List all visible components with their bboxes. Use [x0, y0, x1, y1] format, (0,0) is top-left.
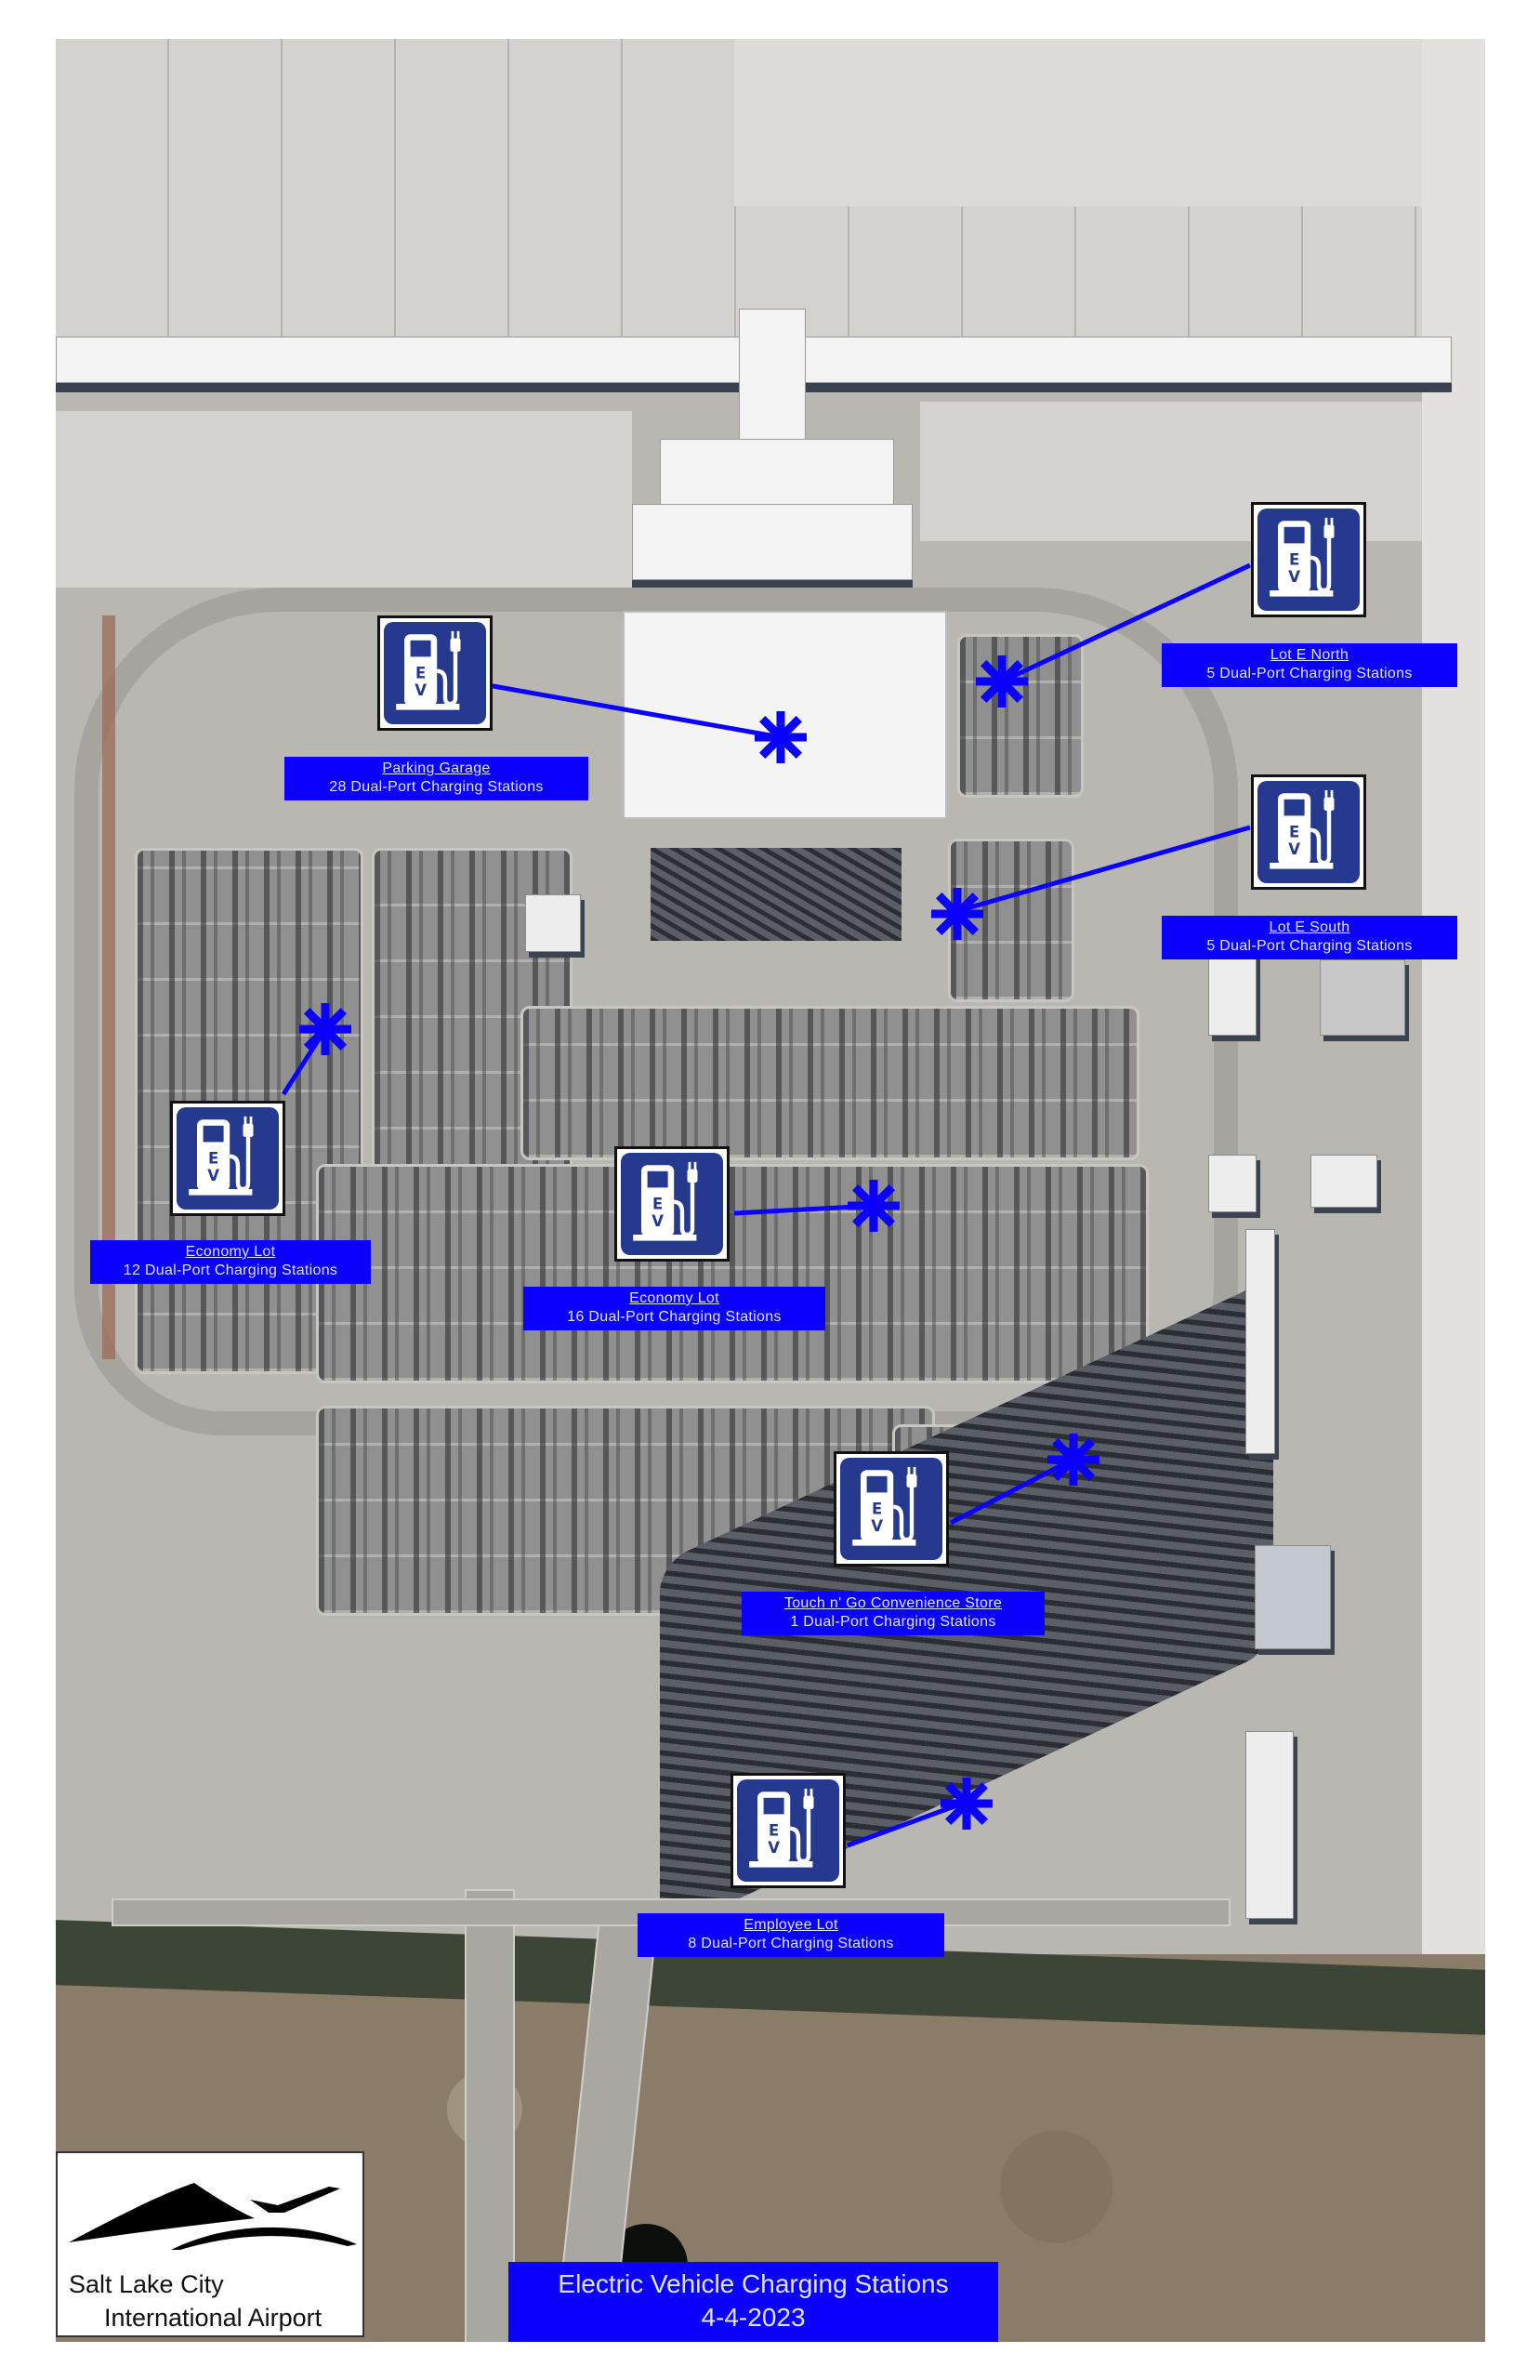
ev-pump-icon: E V	[1270, 789, 1335, 869]
ev-sign-background: E V	[1257, 781, 1360, 883]
ev-sign-background: E V	[177, 1107, 279, 1210]
east-building-2	[1320, 959, 1405, 1036]
station-label-parking-garage: Parking Garage 28 Dual-Port Charging Sta…	[284, 757, 588, 800]
svg-text:E: E	[769, 1822, 779, 1840]
svg-text:V: V	[1288, 840, 1300, 858]
title-main: Electric Vehicle Charging Stations	[558, 2269, 949, 2298]
station-count: 1 Dual-Port Charging Stations	[790, 1614, 996, 1630]
svg-text:V: V	[871, 1517, 883, 1535]
svg-text:E: E	[415, 665, 426, 682]
ev-pump-icon: E V	[749, 1788, 814, 1868]
ev-sign-background: E V	[737, 1779, 839, 1882]
station-label-lot-e-north: Lot E North 5 Dual-Port Charging Station…	[1162, 643, 1457, 687]
station-name: Economy Lot	[185, 1244, 276, 1260]
lot-e-north	[957, 634, 1084, 798]
station-count: 5 Dual-Port Charging Stations	[1206, 938, 1413, 954]
ev-sign-background: E V	[621, 1153, 723, 1255]
economy-lot-inner	[520, 1006, 1139, 1160]
east-hangar-2	[1255, 1545, 1331, 1649]
svg-text:E: E	[1289, 824, 1299, 841]
svg-text:V: V	[1288, 568, 1300, 586]
lot-e-south	[948, 839, 1074, 1002]
ev-sign-background: E V	[384, 622, 486, 724]
ev-pump-icon: E V	[189, 1116, 254, 1196]
east-hangar-1	[1245, 1229, 1275, 1454]
station-count: 16 Dual-Port Charging Stations	[567, 1309, 782, 1325]
east-building-4	[1310, 1155, 1377, 1208]
logo-text-line2: International Airport	[104, 2304, 322, 2332]
ev-sign-background: E V	[840, 1458, 942, 1560]
logo-text-line1: Salt Lake City	[69, 2270, 224, 2298]
east-hangar-3	[1245, 1731, 1294, 1919]
station-count: 12 Dual-Port Charging Stations	[123, 1263, 338, 1278]
concourse-a	[56, 337, 792, 383]
station-label-touch-n-go: Touch n' Go Convenience Store 1 Dual-Por…	[742, 1592, 1045, 1635]
station-name: Lot E North	[1270, 647, 1349, 663]
station-label-economy-lot-12: Economy Lot 12 Dual-Port Charging Statio…	[90, 1240, 371, 1284]
svg-text:V: V	[768, 1839, 780, 1857]
svg-text:E: E	[652, 1196, 663, 1213]
ev-charging-icon[interactable]: E V	[170, 1101, 285, 1216]
front-lot	[651, 848, 902, 941]
ev-charging-icon[interactable]: E V	[1251, 774, 1366, 890]
slc-airport-logo: Salt Lake City International Airport	[56, 2151, 364, 2337]
svg-text:E: E	[1289, 551, 1299, 569]
station-count: 5 Dual-Port Charging Stations	[1206, 666, 1413, 681]
apron-north-east	[734, 39, 1422, 206]
median-strip	[102, 615, 115, 1359]
mountain-airplane-logo-icon	[69, 2183, 357, 2250]
economy-lot-center	[316, 1164, 1149, 1383]
ev-charging-icon[interactable]: E V	[834, 1451, 949, 1567]
ev-pump-icon: E V	[1270, 517, 1335, 597]
terminal-front	[632, 504, 913, 580]
east-building-3	[1208, 1155, 1257, 1212]
svg-text:E: E	[208, 1150, 218, 1168]
ev-charging-icon[interactable]: E V	[377, 615, 493, 731]
station-name: Parking Garage	[382, 760, 491, 776]
ev-pump-icon: E V	[633, 1161, 698, 1241]
ev-charging-icon[interactable]: E V	[1251, 502, 1366, 617]
ev-pump-icon: E V	[396, 630, 461, 710]
concourse-b	[799, 337, 1452, 383]
highway-south	[465, 1889, 515, 2342]
svg-text:E: E	[872, 1501, 882, 1518]
ev-pump-icon: E V	[852, 1466, 917, 1546]
parking-garage	[623, 611, 947, 819]
station-label-employee-lot: Employee Lot 8 Dual-Port Charging Statio…	[638, 1913, 944, 1957]
svg-text:V: V	[207, 1167, 219, 1184]
station-name: Touch n' Go Convenience Store	[783, 1595, 1003, 1611]
map-title: Electric Vehicle Charging Stations 4-4-2…	[508, 2262, 998, 2342]
station-count: 28 Dual-Port Charging Stations	[329, 779, 544, 795]
svg-text:V: V	[652, 1212, 664, 1230]
ev-charging-icon[interactable]: E V	[614, 1146, 730, 1262]
title-date: 4-4-2023	[701, 2303, 806, 2332]
svg-text:V: V	[415, 681, 427, 699]
economy-lot-south	[316, 1406, 935, 1616]
station-name: Employee Lot	[744, 1917, 838, 1933]
central-building	[525, 894, 581, 952]
station-count: 8 Dual-Port Charging Stations	[688, 1936, 894, 1951]
station-label-economy-lot-16: Economy Lot 16 Dual-Port Charging Statio…	[523, 1287, 825, 1330]
apron-south	[56, 411, 632, 588]
ev-charging-icon[interactable]: E V	[731, 1773, 846, 1888]
station-name: Economy Lot	[629, 1290, 719, 1306]
ev-sign-background: E V	[1257, 509, 1360, 611]
station-name: Lot E South	[1269, 919, 1350, 935]
station-label-lot-e-south: Lot E South 5 Dual-Port Charging Station…	[1162, 916, 1457, 959]
